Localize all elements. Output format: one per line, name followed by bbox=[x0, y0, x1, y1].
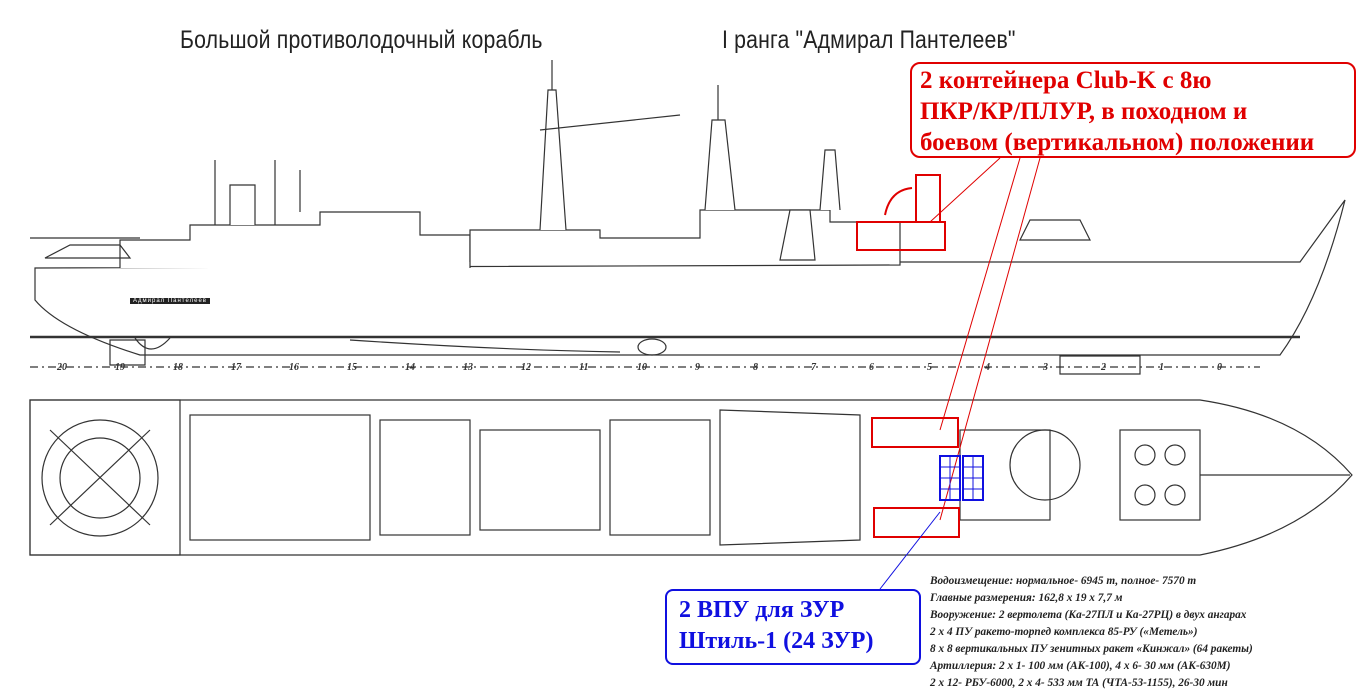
annotation-line: ПКР/КР/ПЛУР, в походном и bbox=[920, 98, 1248, 125]
annotation-line: Штиль-1 (24 ЗУР) bbox=[679, 628, 874, 654]
frame-number: 3 bbox=[1043, 362, 1048, 373]
frame-number: 12 bbox=[521, 362, 531, 373]
plan-view bbox=[29, 399, 1353, 556]
spec-line: Вооружение: 2 вертолета (Ка-27ПЛ и Ка-27… bbox=[930, 609, 1247, 621]
frame-number: 13 bbox=[463, 362, 473, 373]
annotation-line: 2 контейнера Club-K с 8ю bbox=[920, 67, 1212, 94]
ship-name-title: I ранга "Адмирал Пантелеев" bbox=[722, 26, 1016, 54]
club-k-container-marks bbox=[856, 157, 1041, 538]
vls-launcher-marks bbox=[879, 455, 984, 590]
spec-line: Главные размерения: 162,8 х 19 х 7,7 м bbox=[930, 592, 1123, 604]
frame-number: 11 bbox=[579, 362, 589, 373]
frame-number: 19 bbox=[115, 362, 125, 373]
hull-name-plate: Адмирал Пантелеев bbox=[130, 298, 210, 304]
drawing-title: Большой противолодочный корабль bbox=[180, 26, 543, 54]
frame-number: 14 bbox=[405, 362, 415, 373]
frame-number: 7 bbox=[811, 362, 816, 373]
spec-line: Артиллерия: 2 х 1- 100 мм (АК-100), 4 х … bbox=[930, 660, 1231, 672]
frame-number: 10 bbox=[637, 362, 647, 373]
frame-number: 1 bbox=[1159, 362, 1164, 373]
frame-number: 8 bbox=[753, 362, 758, 373]
frame-number: 6 bbox=[869, 362, 874, 373]
club-k-annotation: 2 контейнера Club-K с 8ю ПКР/КР/ПЛУР, в … bbox=[910, 62, 1356, 158]
annotation-line: 2 ВПУ для ЗУР bbox=[679, 597, 845, 623]
frame-number: 9 bbox=[695, 362, 700, 373]
frame-number: 17 bbox=[231, 362, 241, 373]
frame-number: 4 bbox=[985, 362, 990, 373]
annotation-line: боевом (вертикальном) положении bbox=[920, 129, 1315, 156]
spec-line: Водоизмещение: нормальное- 6945 т, полно… bbox=[930, 575, 1197, 587]
vls-annotation: 2 ВПУ для ЗУР Штиль-1 (24 ЗУР) bbox=[665, 589, 921, 665]
spec-line: 2 х 4 ПУ ракето-торпед комплекса 85-РУ (… bbox=[930, 626, 1198, 638]
frame-number: 15 bbox=[347, 362, 357, 373]
side-profile bbox=[30, 60, 1346, 375]
frame-number: 20 bbox=[57, 362, 67, 373]
specifications: Водоизмещение: нормальное- 6945 т, полно… bbox=[930, 573, 1253, 692]
frame-number: 2 bbox=[1101, 362, 1106, 373]
frame-number: 16 bbox=[289, 362, 299, 373]
frame-number: 18 bbox=[173, 362, 183, 373]
frame-number: 0 bbox=[1217, 362, 1222, 373]
spec-line: 8 х 8 вертикальных ПУ зенитных ракет «Ки… bbox=[930, 643, 1253, 655]
frame-number: 5 bbox=[927, 362, 932, 373]
spec-line: 2 х 12- РБУ-6000, 2 х 4- 533 мм ТА (ЧТА-… bbox=[930, 677, 1228, 689]
